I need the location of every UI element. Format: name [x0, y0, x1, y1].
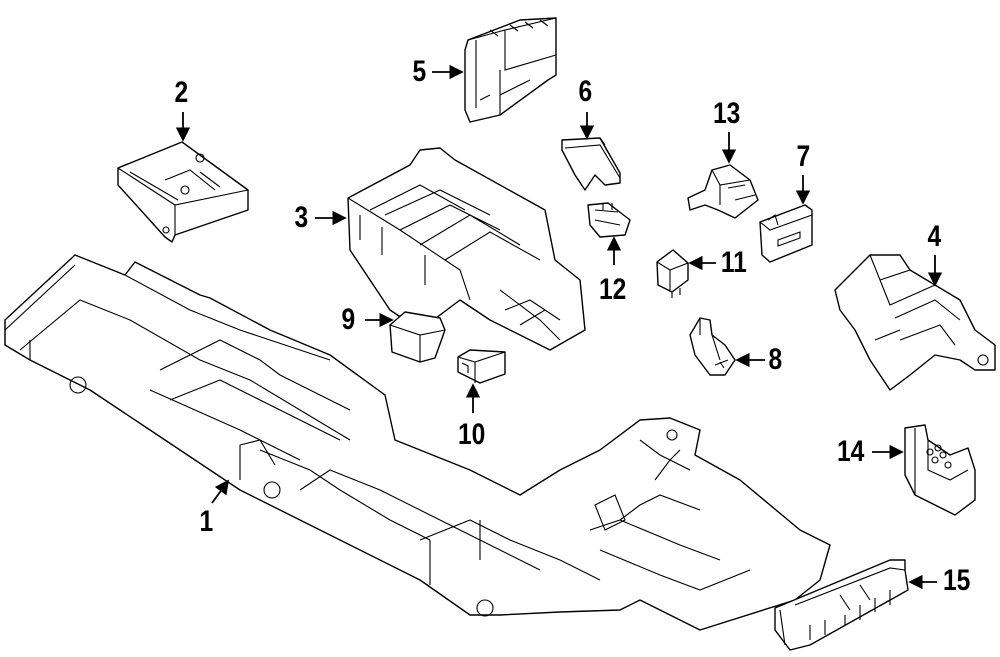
- part-4-bracket-housing[interactable]: [834, 254, 996, 391]
- callout-1: 1: [199, 505, 214, 538]
- part-1-main-tray[interactable]: [4, 254, 831, 631]
- callout-8: 8: [768, 343, 783, 376]
- part-5-control-module[interactable]: [464, 17, 557, 123]
- callout-5: 5: [412, 55, 427, 88]
- leader-1: [211, 479, 230, 504]
- leader-lines: [175, 64, 943, 590]
- callout-15: 15: [943, 564, 971, 597]
- callout-3: 3: [294, 201, 309, 234]
- part-12-fuse-clip[interactable]: [587, 202, 631, 238]
- callout-10: 10: [458, 418, 486, 451]
- part-14-terminal-block[interactable]: [904, 424, 976, 516]
- part-7-connector[interactable]: [759, 204, 813, 263]
- callout-13: 13: [713, 97, 741, 130]
- callout-11: 11: [720, 246, 747, 279]
- callout-4: 4: [927, 220, 942, 253]
- part-15-fuse-strip[interactable]: [774, 559, 909, 651]
- part-9-relay[interactable]: [389, 311, 446, 363]
- callout-14: 14: [837, 435, 865, 468]
- callout-12: 12: [599, 273, 627, 306]
- part-11-blade-fuse[interactable]: [656, 249, 689, 298]
- callout-9: 9: [341, 303, 356, 336]
- part-6-cover[interactable]: [561, 137, 621, 191]
- part-8-fuse-holder[interactable]: [689, 317, 736, 376]
- part-13-connector-housing[interactable]: [687, 164, 759, 219]
- part-2-module[interactable]: [117, 141, 249, 243]
- callout-6: 6: [578, 75, 593, 108]
- part-10-small-relay[interactable]: [457, 349, 506, 384]
- callout-2: 2: [174, 76, 189, 109]
- callout-7: 7: [796, 140, 811, 173]
